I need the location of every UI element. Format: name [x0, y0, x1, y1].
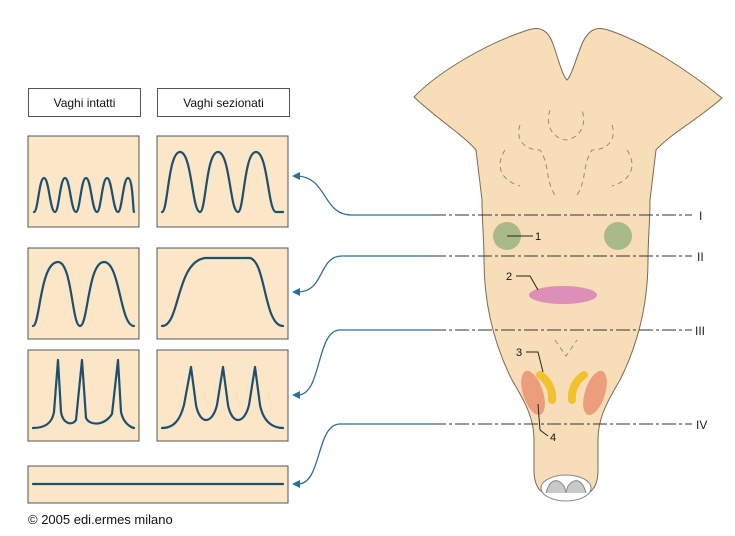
arrowhead-IV — [292, 480, 300, 488]
connector-I — [297, 175, 432, 216]
nucleus-green-right — [604, 222, 632, 250]
panel-row2-sezionati — [156, 247, 289, 340]
internal-contours — [499, 109, 633, 357]
waveform-panels — [27, 135, 289, 504]
marker-1: 1 — [535, 231, 541, 243]
trace-row2-intatti — [31, 260, 136, 328]
arrowhead-III — [292, 391, 300, 399]
arrowheads — [292, 172, 300, 488]
brainstem-outline — [413, 28, 723, 499]
trace-row3-sezionati — [160, 365, 285, 430]
nucleus-salmon-left — [521, 370, 545, 416]
trace-row2-sezionati — [160, 256, 285, 328]
nucleus-yellow-left — [536, 371, 557, 404]
level-lines — [432, 214, 692, 425]
trace-row3-intatti — [31, 358, 136, 430]
waveforms — [31, 150, 285, 486]
marker-3: 3 — [516, 347, 522, 359]
trace-row1-sezionati — [160, 150, 285, 214]
connector-II — [297, 255, 432, 293]
level-label-III: III — [695, 324, 705, 338]
spinal-cord-section — [540, 474, 592, 502]
panel-row2-intatti — [27, 247, 140, 340]
level-label-IV: IV — [696, 418, 707, 432]
panel-row3-sezionati — [156, 349, 289, 442]
marker-2: 2 — [506, 271, 512, 283]
marker-leaders — [507, 235, 549, 437]
nucleus-pink — [529, 286, 597, 304]
connectors — [297, 175, 432, 485]
header-vaghi-intatti: Vaghi intatti — [28, 88, 141, 117]
arrowhead-II — [292, 288, 300, 296]
nucleus-yellow-right — [567, 371, 588, 404]
header-vaghi-sezionati: Vaghi sezionati — [157, 88, 290, 117]
nucleus-salmon-right — [583, 370, 607, 416]
marker-4: 4 — [550, 432, 556, 444]
trace-row1-intatti — [32, 176, 136, 214]
arrowhead-I — [292, 172, 300, 180]
copyright-notice: © 2005 edi.ermes milano — [28, 512, 173, 527]
panel-row1-sezionati — [156, 135, 289, 228]
level-label-II: II — [697, 250, 704, 264]
level-label-I: I — [699, 209, 702, 223]
connector-IV — [297, 423, 432, 485]
connector-III — [297, 329, 432, 396]
